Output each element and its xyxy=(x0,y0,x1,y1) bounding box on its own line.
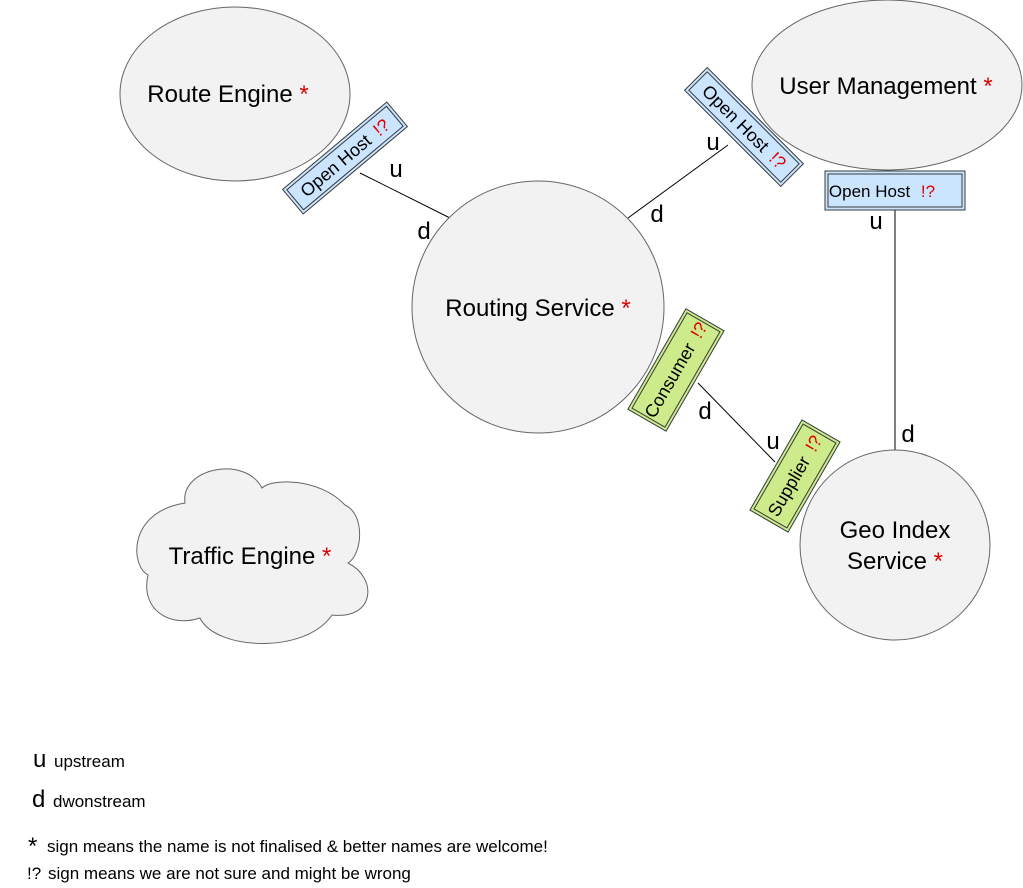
cloud-shape xyxy=(136,468,369,644)
legend-star-key: * xyxy=(28,833,37,860)
route-engine-label: Route Engine xyxy=(147,81,292,108)
user-mgmt-open-host-mark: !? xyxy=(921,182,935,201)
svg-text:Route Engine *: Route Engine * xyxy=(147,81,308,108)
routing-service-node[interactable]: Routing Service * xyxy=(411,180,665,434)
connector-routing-geo xyxy=(697,382,776,463)
connector-route-engine-routing xyxy=(359,172,451,219)
geo-index-label-line1: Geo Index xyxy=(840,517,951,544)
route-engine-node[interactable]: Route Engine * xyxy=(119,6,351,182)
edge-label-downstream: d xyxy=(698,398,711,425)
legend-star-text: sign means the name is not finalised & b… xyxy=(47,837,548,856)
traffic-engine-star: * xyxy=(322,543,331,570)
svg-text:Service *: Service * xyxy=(847,548,943,575)
edge-label-upstream: u xyxy=(706,129,719,156)
edge-label-upstream: u xyxy=(389,156,402,183)
edge-label-upstream: u xyxy=(869,208,882,235)
svg-text:Traffic Engine *: Traffic Engine * xyxy=(169,543,332,570)
svg-text:User Management *: User Management * xyxy=(779,73,992,100)
legend-u-key: u xyxy=(33,746,46,773)
legend-d-key: d xyxy=(32,786,45,813)
user-management-node[interactable]: User Management * xyxy=(751,0,1023,171)
user-management-label: User Management xyxy=(779,73,977,100)
edge-label-downstream: d xyxy=(417,218,430,245)
route-engine-star: * xyxy=(299,81,308,108)
svg-text:Open Host !?: Open Host !? xyxy=(829,182,935,201)
traffic-engine-label: Traffic Engine xyxy=(169,543,316,570)
routing-service-label: Routing Service xyxy=(445,295,614,322)
edge-label-downstream: d xyxy=(901,421,914,448)
legend-d-text: dwonstream xyxy=(53,792,146,811)
routing-service-star: * xyxy=(621,295,630,322)
connector-user-mgmt-routing xyxy=(627,144,729,219)
geo-index-label-line2: Service xyxy=(847,548,927,575)
svg-text:Routing Service *: Routing Service * xyxy=(445,295,630,322)
traffic-engine-node[interactable]: Traffic Engine * xyxy=(136,468,369,644)
legend-question-text: sign means we are not sure and might be … xyxy=(48,864,411,883)
legend: u upstream d dwonstream * sign means the… xyxy=(27,746,548,883)
edge-label-downstream: d xyxy=(650,201,663,228)
user-mgmt-open-host-label: Open Host xyxy=(829,182,911,201)
geo-index-star: * xyxy=(934,548,943,575)
user-management-star: * xyxy=(983,73,992,100)
legend-question-key: !? xyxy=(27,864,41,883)
legend-u-text: upstream xyxy=(54,752,125,771)
user-mgmt-open-host-badge[interactable]: Open Host !? xyxy=(824,170,966,211)
edge-label-upstream: u xyxy=(766,428,779,455)
geo-index-service-node[interactable]: Geo Index Service * xyxy=(799,449,991,641)
